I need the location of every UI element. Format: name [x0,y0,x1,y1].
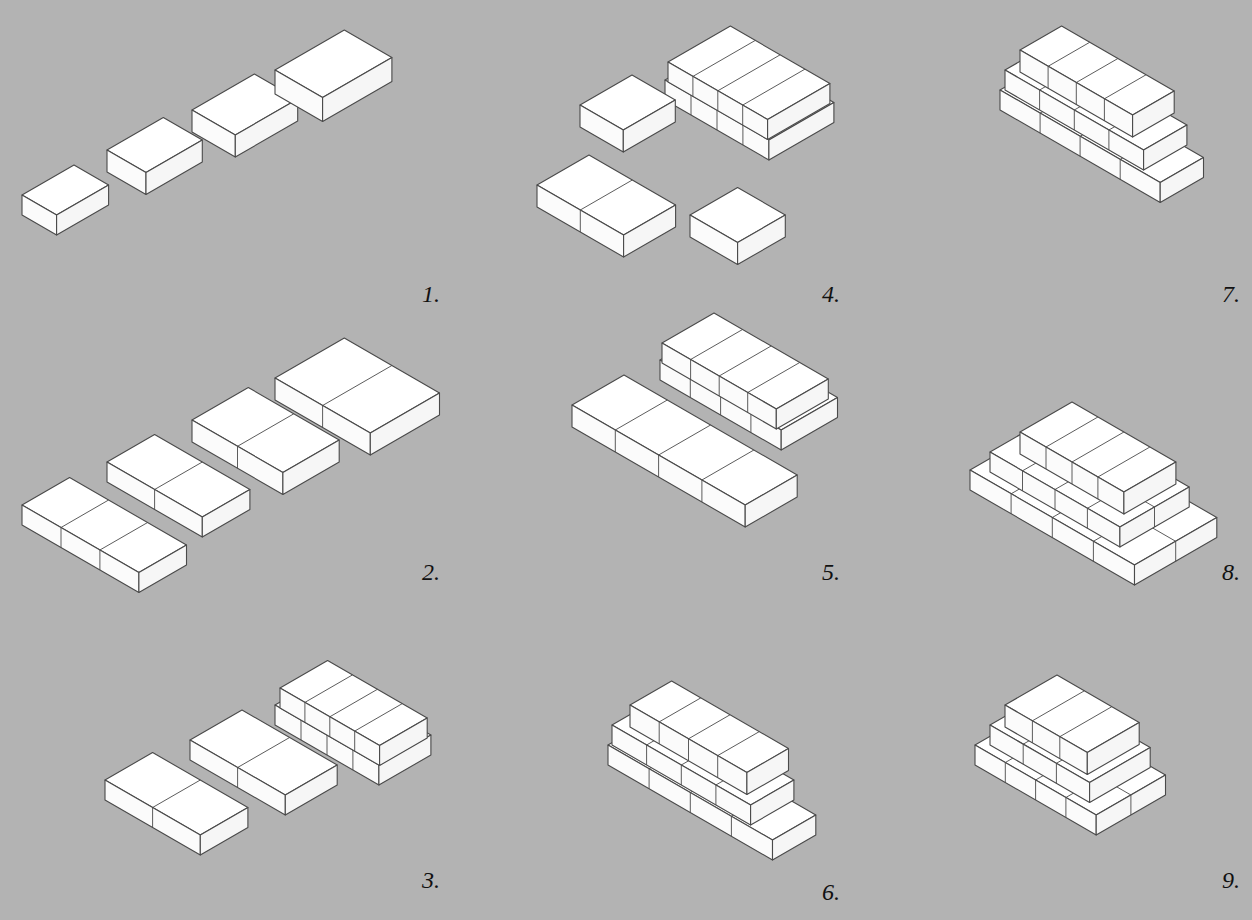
brick-joint [1098,447,1150,499]
brick-joint [1060,707,1112,759]
brick-joint [100,523,148,571]
box-face [768,84,830,140]
box-face [690,215,738,265]
brick-joint [153,780,201,828]
box-face [105,780,200,855]
box-face [630,705,747,795]
box-face [580,105,623,152]
brick-joint [659,425,711,477]
box-face [280,688,380,766]
box-face [776,379,828,429]
brick-joint [155,462,203,510]
box-face [745,475,797,527]
box-face [192,110,235,157]
brick-joint [1032,691,1084,743]
box-face [624,205,676,257]
brick-joint [305,675,353,723]
box-face [235,99,297,157]
figure-number: 6. [822,880,840,904]
box-face [1087,723,1139,775]
brick-joint [580,180,632,232]
box-slab [275,338,440,455]
box-face [107,150,146,195]
box-slab [1020,402,1176,514]
figure-number: 8. [1222,560,1240,584]
brick-joint [355,704,403,752]
box-face [380,718,428,766]
box-face [107,462,202,537]
box-face [200,808,248,856]
box-face [139,545,187,593]
box-face [1020,432,1124,514]
box-face [57,185,109,235]
box-slab [580,75,675,152]
brick-joint [693,40,755,96]
brick-joint [718,732,760,778]
brick-joint [702,450,754,502]
figure-number: 5. [822,560,840,584]
brick-joint [1048,42,1090,88]
box-face [22,505,139,593]
box-face [370,393,439,455]
figure-number: 2. [422,560,440,584]
brick-joint [1104,75,1146,121]
box-face [1020,50,1133,137]
box-face [738,215,786,265]
box-face [747,749,789,795]
box-face [275,70,323,122]
figure-number: 3. [422,868,440,892]
figure-number: 9. [1222,868,1240,892]
box-slab [572,375,797,527]
box-face [323,58,392,122]
brick-joint [323,366,392,428]
brick-joint [238,414,294,469]
box-face [283,440,339,495]
box-face [146,140,202,195]
box-slab [1020,26,1174,137]
box-slab [1005,675,1139,775]
box-slab [690,188,785,265]
box-face [22,195,57,235]
box-face [773,815,816,860]
brick-joint [615,400,667,452]
brick-joint [238,738,290,788]
box-face [285,765,337,815]
figure-number: 1. [422,282,440,306]
brick-joint [330,689,378,737]
brick-joint [748,363,800,413]
brick-joint [719,346,771,396]
brick-joint [691,330,743,380]
box-slab [280,661,427,766]
brick-joint [689,715,731,761]
brick-joint [61,500,109,548]
box-slab [107,118,202,195]
box-face [1144,125,1187,170]
box-slab [537,155,676,257]
brick-joint [659,698,701,744]
brick-joint [718,55,780,111]
box-slab [275,30,392,122]
box-face [1133,91,1175,137]
box-slab [22,165,109,235]
box-face [1124,462,1176,514]
brick-joint [743,69,805,125]
box-face [572,405,745,527]
brick-joint [1072,432,1124,484]
box-face [1005,705,1087,775]
figure-number: 4. [822,282,840,306]
brick-joint [1076,59,1118,105]
box-face [623,100,675,152]
box-face [202,490,250,538]
box-slab [668,26,830,140]
box-face [1160,158,1203,203]
brick-joint [1046,417,1098,469]
box-slab [630,681,789,795]
figure-number: 7. [1222,282,1240,306]
